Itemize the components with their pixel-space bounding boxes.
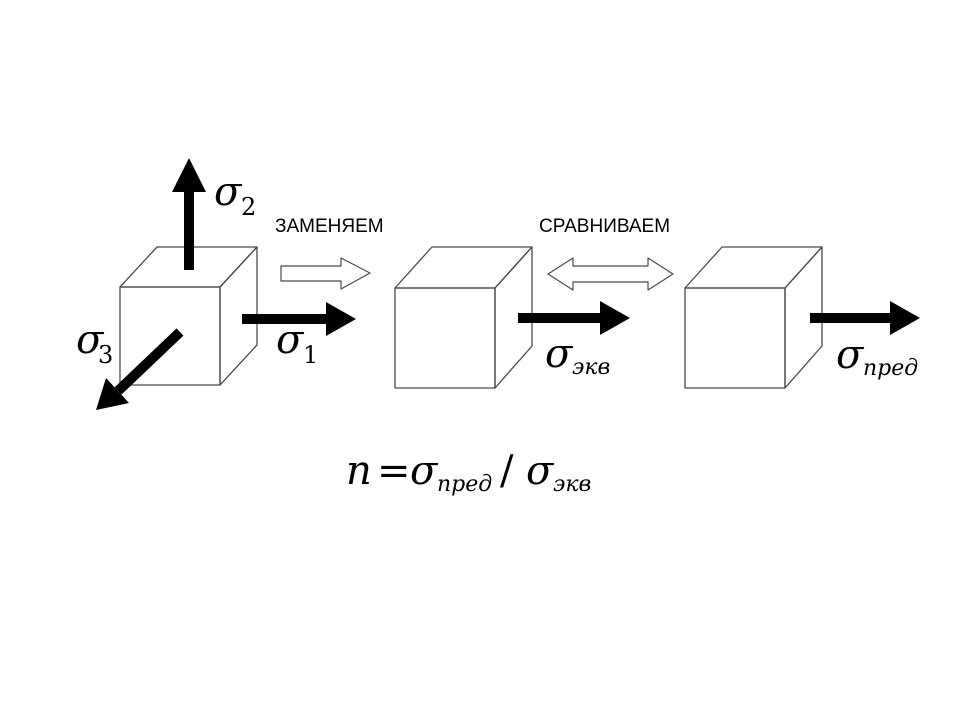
equivalent-element-cube	[394, 246, 533, 389]
sigma1-label: σ1	[276, 317, 318, 369]
sigma3-label: σ3	[76, 317, 113, 369]
sigma-equiv-label: σэкв	[545, 331, 610, 380]
sigma1-arrow	[242, 302, 356, 336]
sigma2-arrow	[172, 158, 206, 270]
sigma2-label: σ2	[214, 169, 256, 221]
compare-arrow	[547, 257, 674, 291]
stress-element-cube	[119, 246, 258, 386]
sigma-limit-arrow	[810, 301, 920, 335]
sigma-limit-label: σпред	[836, 332, 918, 381]
replace-arrow	[280, 257, 371, 290]
compare-label: СРАВНИВАЕМ	[539, 216, 670, 237]
replace-label: ЗАМЕНЯЕМ	[275, 216, 384, 237]
sigma3-arrow	[96, 328, 184, 410]
sigma-equiv-arrow	[518, 301, 630, 335]
limit-element-cube	[684, 246, 823, 389]
safety-factor-formula: n=σпред/σэкв	[346, 448, 591, 497]
